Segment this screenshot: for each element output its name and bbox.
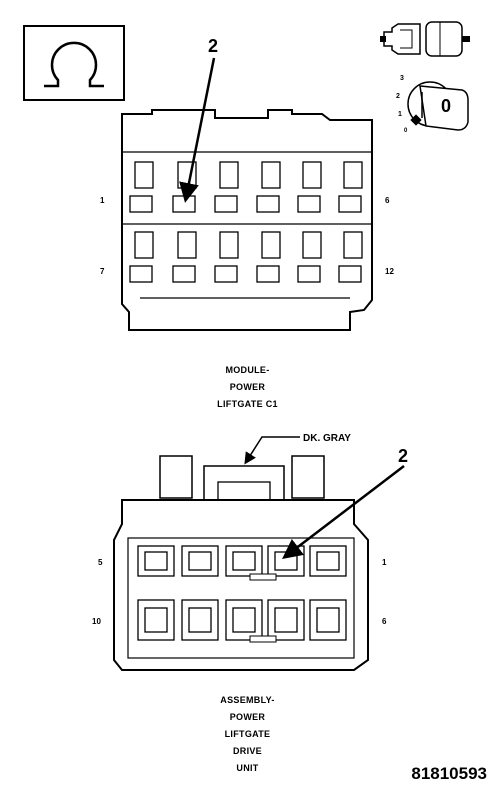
wire-color-leader <box>244 436 300 465</box>
c1-pin-label-7: 7 <box>100 267 105 276</box>
drive-caption: ASSEMBLY- POWER LIFTGATE DRIVE UNIT <box>0 692 495 777</box>
document-number: 81810593 <box>411 764 487 783</box>
drive-terminal-row-top <box>137 545 347 581</box>
drive-caption-line: DRIVE <box>232 746 262 756</box>
drive-callout-number: 2 <box>398 446 408 466</box>
c1-caption-line: POWER <box>229 382 266 392</box>
ignition-position-labels: 3 2 1 0 0 <box>396 75 451 134</box>
ignition-pos-1: 1 <box>398 111 402 118</box>
c1-callout-arrow <box>179 57 216 203</box>
drive-pin-label-1: 1 <box>382 558 387 567</box>
wire-color-label: DK. GRAY <box>303 433 351 444</box>
drive-pin-label-10: 10 <box>92 617 101 626</box>
ignition-pos-0-small: 0 <box>404 128 408 134</box>
drive-callout-arrow <box>282 465 405 560</box>
c1-caption: MODULE- POWER LIFTGATE C1 <box>0 362 495 413</box>
drive-caption-line: UNIT <box>236 763 259 773</box>
ohm-icon <box>23 25 125 101</box>
ignition-key-icon <box>407 81 469 131</box>
ignition-pos-0-key: 0 <box>441 96 451 116</box>
drive-pin-label-6: 6 <box>382 617 387 626</box>
c1-pin-label-6: 6 <box>385 196 390 205</box>
c1-callout-number: 2 <box>208 36 218 56</box>
connector-drive-unit <box>113 436 405 671</box>
connector-plug-icon <box>380 21 470 57</box>
c1-pin-label-12: 12 <box>385 267 394 276</box>
drive-pin-label-5: 5 <box>98 558 103 567</box>
drive-caption-line: POWER <box>229 712 266 722</box>
drive-caption-line: LIFTGATE <box>224 729 271 739</box>
c1-caption-line: LIFTGATE C1 <box>217 399 278 409</box>
connector-c1 <box>121 57 373 331</box>
ignition-pos-3: 3 <box>400 75 404 82</box>
c1-caption-line: MODULE- <box>225 365 270 375</box>
c1-terminal-row-bottom <box>129 231 363 283</box>
drive-terminal-row-bottom <box>137 599 347 643</box>
c1-pin-label-1: 1 <box>100 196 105 205</box>
c1-terminal-row-top <box>129 161 363 213</box>
drive-caption-line: ASSEMBLY- <box>220 695 275 705</box>
ignition-pos-2: 2 <box>396 93 400 100</box>
